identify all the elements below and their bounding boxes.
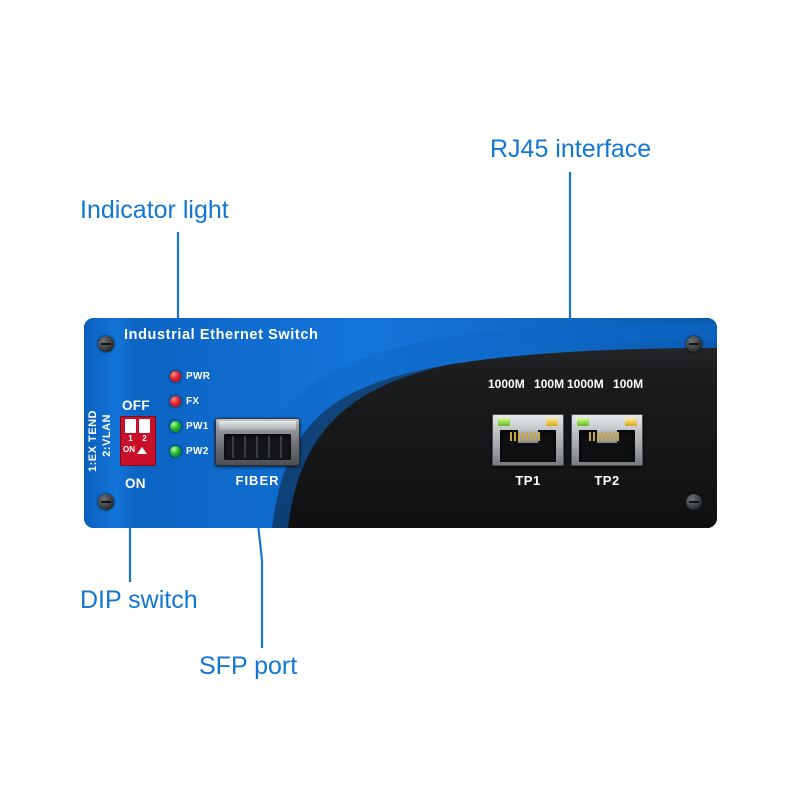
callout-label-sfp-port: SFP port xyxy=(199,652,298,680)
product-name-text: Industrial Ethernet Switch xyxy=(124,327,319,343)
speed-100m-tp1: 100M xyxy=(534,377,565,391)
led-label-pw2: PW2 xyxy=(186,446,209,457)
screw-top-left xyxy=(98,336,114,352)
sfp-fin xyxy=(232,436,234,458)
callout-label-dip-switch: DIP switch xyxy=(80,586,198,614)
rj45-port-tp1[interactable] xyxy=(492,414,564,466)
rj45-tp1-pins xyxy=(510,432,546,441)
sfp-fin xyxy=(280,436,282,458)
dip-toggle-1[interactable] xyxy=(125,419,136,433)
led-indicator-pwr: PWR xyxy=(170,371,210,382)
speed-label-tp1: 1000M 100M xyxy=(488,377,564,391)
speed-label-tp2: 1000M 100M xyxy=(567,377,643,391)
led-label-pwr: PWR xyxy=(186,371,211,382)
rj45-tp1-led-left-icon xyxy=(498,418,510,426)
sfp-cage-opening xyxy=(224,434,291,460)
rj45-tp2-pins xyxy=(589,432,625,441)
vertical-label-extend: 1:EX TEND xyxy=(87,410,99,472)
blue-accent-swoosh xyxy=(84,318,717,528)
port-label-tp2: TP2 xyxy=(594,473,620,488)
rj45-tp1-led-right-icon xyxy=(546,418,558,426)
speed-1000m-tp2: 1000M xyxy=(567,377,604,391)
ethernet-switch-device: Industrial Ethernet Switch 1:EX TEND 2:V… xyxy=(84,318,717,528)
screw-top-right xyxy=(686,336,702,352)
dip-toggle-2[interactable] xyxy=(139,419,150,433)
callout-label-rj45: RJ45 interface xyxy=(490,135,652,163)
sfp-cage-lip xyxy=(219,421,296,430)
sfp-fin xyxy=(244,436,246,458)
led-light-red-pwr-icon xyxy=(170,371,181,382)
led-label-fx: FX xyxy=(186,396,200,407)
led-light-green-pw1-icon xyxy=(170,421,181,432)
dip-direction-arrow-icon xyxy=(137,447,147,454)
dip-off-label: OFF xyxy=(122,398,150,413)
port-label-tp1: TP1 xyxy=(515,473,541,488)
dip-block-on-text: ON xyxy=(123,445,135,454)
dip-number-2: 2 xyxy=(142,434,147,443)
dip-number-1: 1 xyxy=(128,434,133,443)
callout-label-indicator: Indicator light xyxy=(80,196,229,224)
screw-bottom-right xyxy=(686,494,702,510)
rj45-tp2-opening xyxy=(579,430,635,462)
sfp-fiber-port-cage[interactable] xyxy=(215,418,300,466)
speed-1000m-tp1: 1000M xyxy=(488,377,525,391)
vertical-label-vlan: 2:VLAN xyxy=(101,414,113,457)
led-light-green-pw2-icon xyxy=(170,446,181,457)
speed-100m-tp2: 100M xyxy=(613,377,644,391)
led-indicator-pw1: PW1 xyxy=(170,421,209,432)
led-indicator-pw2: PW2 xyxy=(170,446,209,457)
led-label-pw1: PW1 xyxy=(186,421,209,432)
screw-bottom-left xyxy=(98,494,114,510)
rj45-port-tp2[interactable] xyxy=(571,414,643,466)
led-indicator-fx: FX xyxy=(170,396,199,407)
rj45-tp2-led-right-icon xyxy=(625,418,637,426)
dip-switch-block[interactable]: 1 2 ON xyxy=(120,416,156,466)
fiber-port-label: FIBER xyxy=(235,473,280,488)
sfp-fin xyxy=(256,436,258,458)
sfp-fin xyxy=(268,436,270,458)
led-light-red-fx-icon xyxy=(170,396,181,407)
rj45-tp2-led-left-icon xyxy=(577,418,589,426)
rj45-tp1-opening xyxy=(500,430,556,462)
dip-on-label: ON xyxy=(125,476,146,491)
